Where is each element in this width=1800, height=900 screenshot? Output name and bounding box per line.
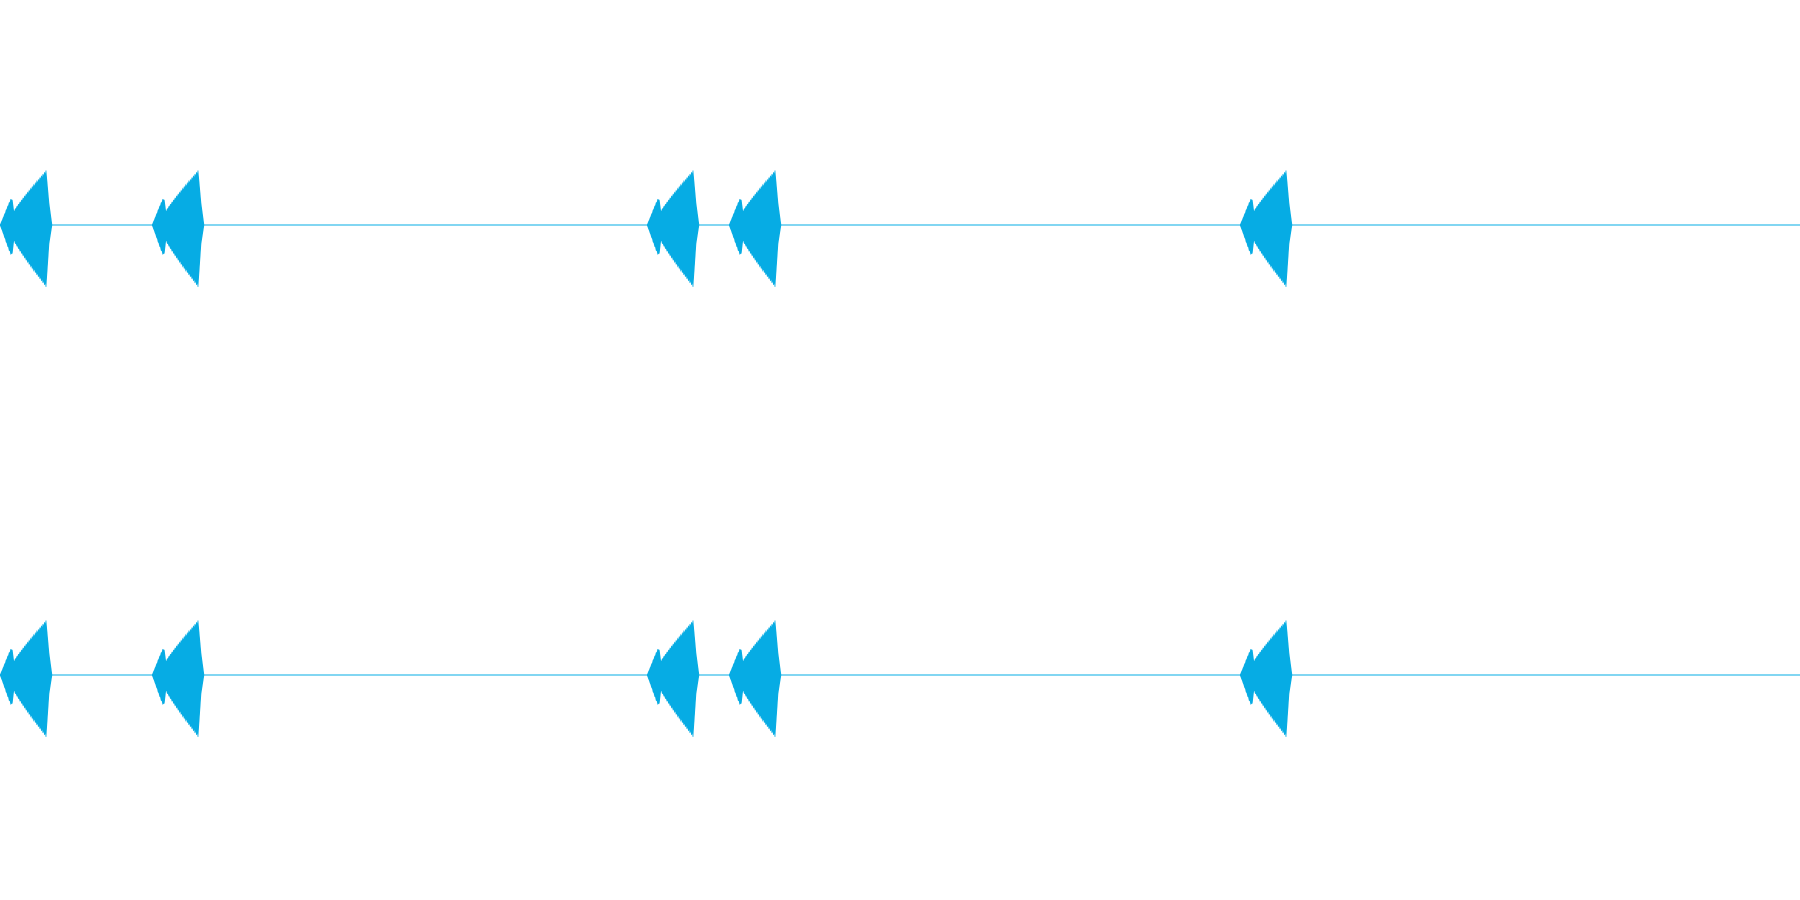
channel-right-waveform: [0, 620, 1800, 738]
waveform-burst-3: [646, 170, 700, 288]
waveform-burst-2: [151, 170, 205, 288]
waveform-burst-5: [1239, 170, 1293, 288]
waveform-burst-1: [0, 170, 53, 288]
waveform-burst-1: [0, 620, 53, 738]
waveform-burst-3: [646, 620, 700, 738]
waveform-burst-4: [728, 620, 782, 738]
channel-left-waveform: [0, 170, 1800, 288]
waveform-burst-4: [728, 170, 782, 288]
waveform-burst-2: [151, 620, 205, 738]
waveform-burst-5: [1239, 620, 1293, 738]
